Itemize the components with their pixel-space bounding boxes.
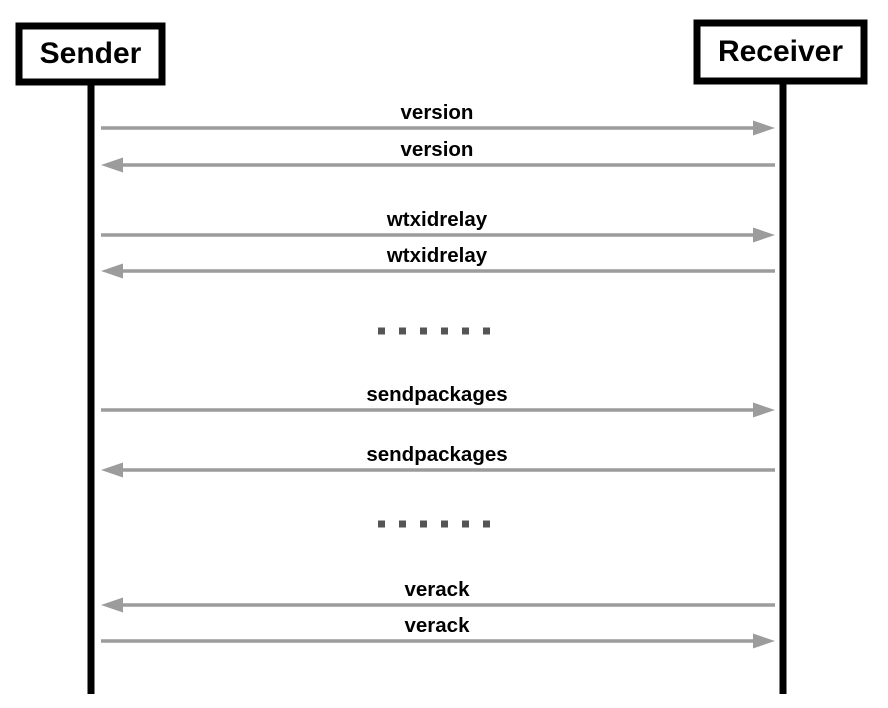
ellipsis-markers-layer: [378, 327, 490, 528]
message-7: verack: [101, 578, 775, 613]
ellipsis-dot: [441, 327, 448, 335]
participant-label: Receiver: [718, 35, 843, 68]
participant-receiver[interactable]: Receiver: [693, 19, 868, 85]
message-label: verack: [405, 578, 471, 601]
ellipsis-dot: [441, 520, 448, 528]
participant-label: Sender: [40, 37, 142, 70]
message-8: verack: [101, 614, 775, 649]
message-arrowhead: [101, 263, 123, 279]
ellipsis-dot: [399, 327, 406, 335]
ellipsis-dot: [399, 520, 406, 528]
ellipsis-marker-2: [378, 520, 490, 528]
message-label: sendpackages: [366, 443, 507, 466]
message-6: sendpackages: [101, 443, 775, 478]
participant-box: [693, 19, 868, 85]
message-label: version: [401, 101, 474, 124]
ellipsis-marker-1: [378, 327, 490, 335]
message-label: sendpackages: [366, 383, 507, 406]
message-arrowhead: [101, 462, 123, 478]
ellipsis-dot: [378, 327, 385, 335]
message-5: sendpackages: [101, 383, 775, 418]
message-label: wtxidrelay: [386, 244, 488, 267]
message-label: version: [401, 138, 474, 161]
ellipsis-dot: [420, 327, 427, 335]
message-4: wtxidrelay: [101, 244, 775, 279]
lifelines-layer: [87, 81, 787, 694]
message-arrowhead: [753, 227, 775, 243]
message-2: version: [101, 138, 775, 173]
message-arrowhead: [753, 633, 775, 649]
participant-box: [15, 22, 166, 86]
messages-layer: version version wtxidrelay wtxidrelay sendpa…: [101, 101, 775, 649]
message-arrowhead: [101, 157, 123, 173]
ellipsis-dot: [420, 520, 427, 528]
ellipsis-dot: [483, 327, 490, 335]
ellipsis-dot: [483, 520, 490, 528]
message-arrowhead: [753, 120, 775, 136]
message-3: wtxidrelay: [101, 208, 775, 243]
message-arrowhead: [101, 597, 123, 613]
message-label: wtxidrelay: [386, 208, 488, 231]
participant-sender[interactable]: Sender: [15, 22, 166, 86]
message-label: verack: [405, 614, 471, 637]
message-1: version: [101, 101, 775, 136]
message-arrowhead: [753, 402, 775, 418]
participants-layer: Sender Receiver: [15, 19, 868, 86]
ellipsis-dot: [462, 520, 469, 528]
ellipsis-dot: [462, 327, 469, 335]
ellipsis-dot: [378, 520, 385, 528]
